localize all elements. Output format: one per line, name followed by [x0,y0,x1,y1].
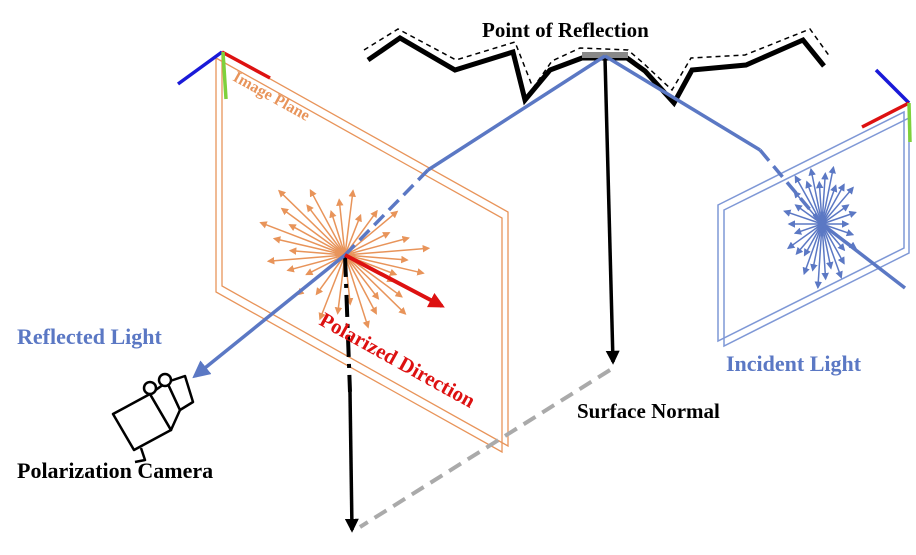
surface-normal-arrow [603,57,620,365]
starburst-arrow [278,189,346,256]
starburst-arrow [329,209,346,256]
starburst-arrow [344,235,410,256]
reflected-ray-arrow [192,253,347,379]
starburst-arrow [288,224,346,256]
starburst-arrow [272,236,346,256]
starburst-arrow [344,244,431,256]
starburst-arrow [821,183,845,225]
normal-projection-dashed [358,368,612,529]
starburst-arrow [344,254,407,315]
starburst-arrow [306,204,346,256]
starburst-arrow [821,184,838,225]
axes-right [861,68,912,143]
surface-outline-dashed [363,28,831,92]
polarized-direction-arrow [344,253,445,308]
starburst-arrow [821,172,829,225]
starburst-arrow [815,180,824,225]
starburst-arrow [266,254,346,265]
starburst-arrow [821,223,829,281]
starburst-arrow [286,254,346,273]
starburst-arrow [795,223,823,256]
polarization-camera-label: Polarization Camera [17,458,213,483]
point-of-reflection-label: Point of Reflection [482,18,649,42]
starburst-arrow [803,223,823,257]
starburst-arrow [793,223,823,235]
starburst-arrow [288,247,346,256]
incident-ray-dashed [758,148,824,226]
starburst-arrow [821,186,854,225]
starburst-arrow [344,254,370,329]
incident-light-label: Incident Light [726,351,862,376]
starburst-arrow [810,223,823,272]
camera-icon [111,372,195,464]
starburst-arrow [344,254,425,276]
image-normal-arrow [344,391,359,533]
starburst-arrow [802,223,823,276]
incident-ray-lower [820,222,907,290]
image-plane [215,50,509,454]
starburst-arrow [786,223,823,250]
starburst-arrow [805,180,823,225]
reflection-point-marker [582,52,628,58]
starburst-arrow [821,210,857,225]
starburst-arrow [344,254,380,300]
starburst-arrow [315,254,346,296]
starburst-arrow [344,189,356,256]
starburst-arrow [280,207,346,256]
starburst-arrow [821,223,845,265]
polarized-direction-label: Polarized Direction [316,307,480,412]
starburst-arrow [344,232,391,256]
starburst-arrow [344,254,409,264]
incident-ray-upper [604,54,761,152]
incident-plane-starburst [783,165,858,290]
starburst-arrow [344,213,362,256]
starburst-arrow [309,188,346,256]
reflected-ray-dashed [343,168,430,257]
starburst-arrow [783,209,823,225]
reflected-ray-upper [427,54,606,172]
surface-normal-label: Surface Normal [577,399,720,423]
starburst-arrow [259,221,346,256]
image-plane-label: Image Plane [230,69,312,125]
rough-surface-line [366,35,826,108]
starburst-arrow [318,254,346,321]
starburst-arrow [821,223,843,279]
starburst-arrow [814,223,823,290]
starburst-arrow [336,198,346,256]
incident-plane [717,110,910,348]
starburst-arrow [821,165,836,225]
reflected-light-label: Reflected Light [17,324,162,349]
starburst-arrow [821,204,850,225]
starburst-arrow [808,167,823,225]
starburst-arrow [821,223,834,270]
axes-left [176,50,271,100]
starburst-arrow [344,254,377,315]
